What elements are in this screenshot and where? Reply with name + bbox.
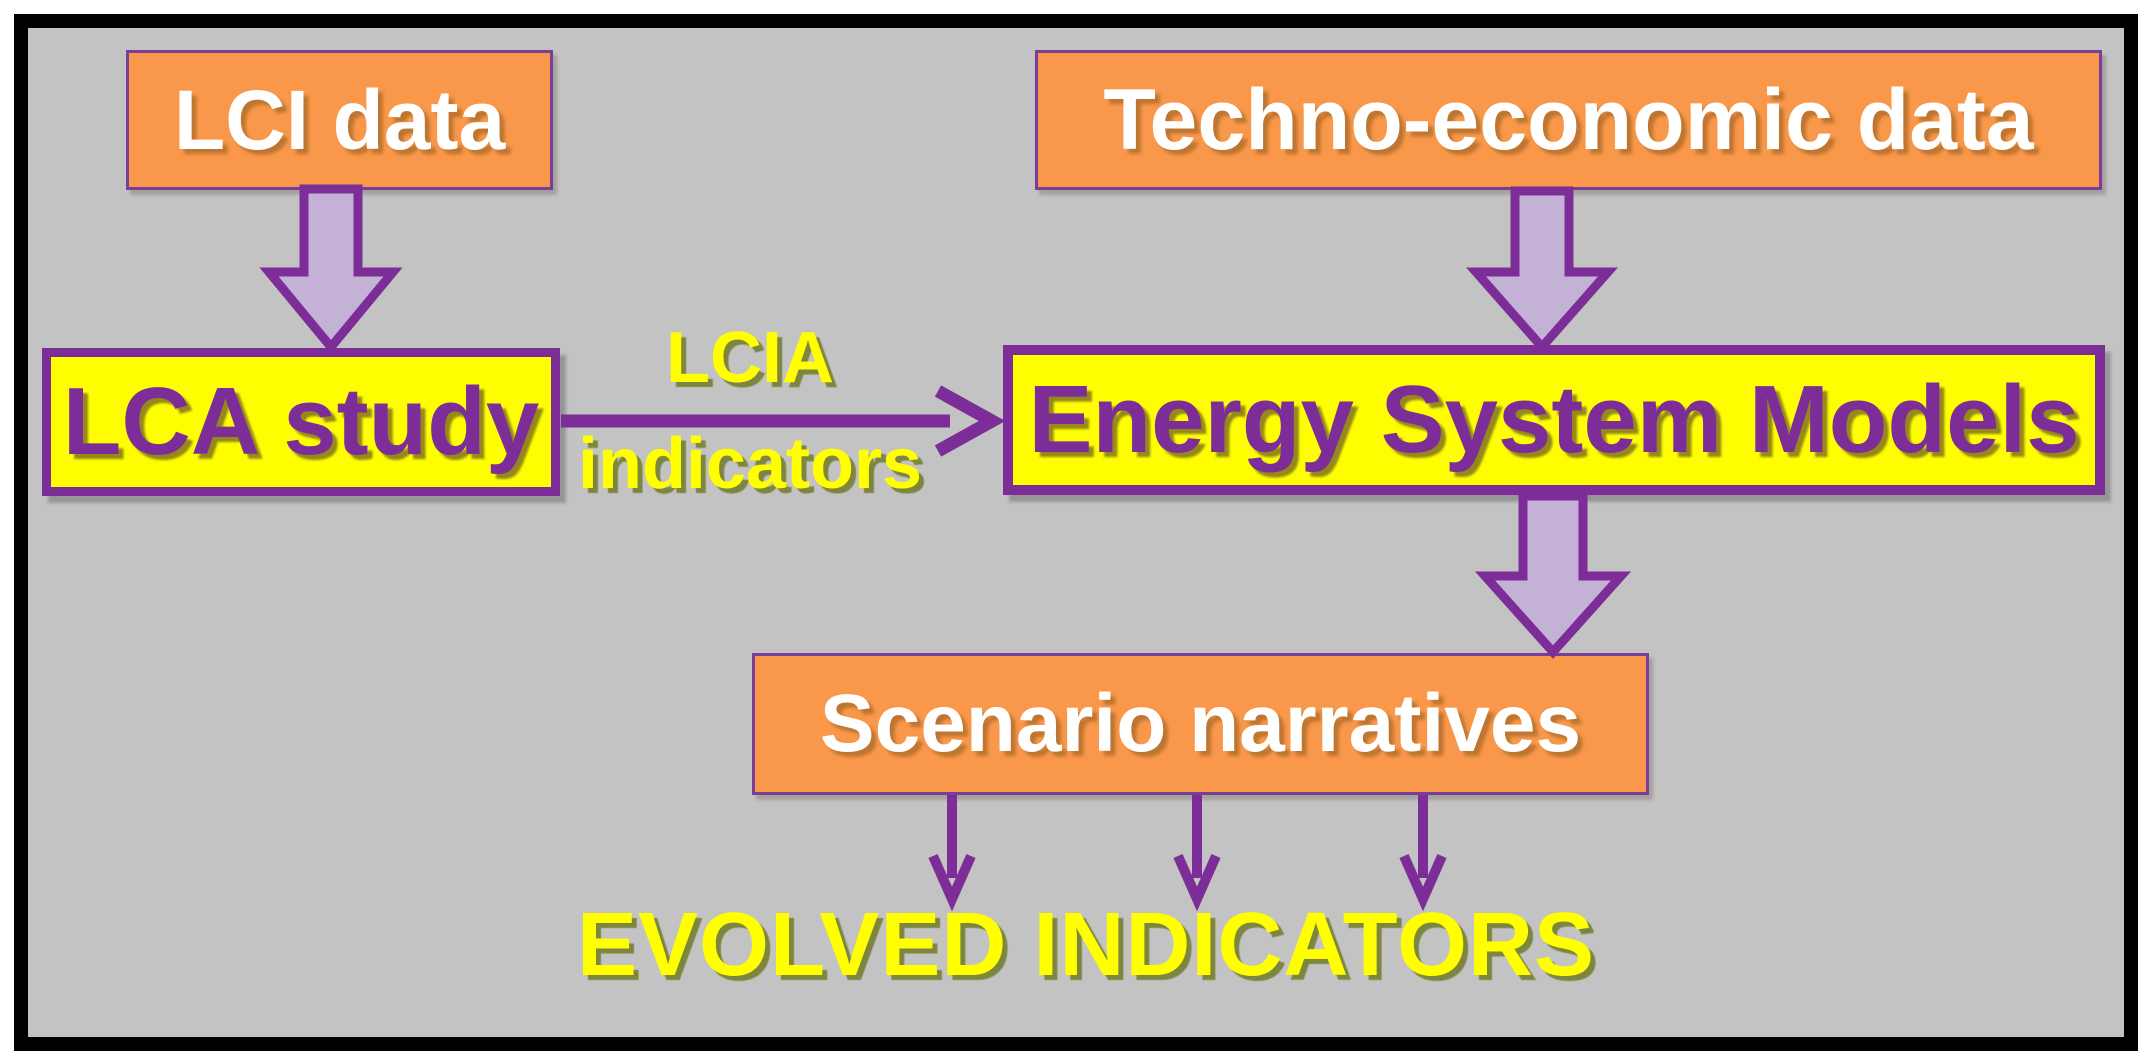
node-techno-economic-data: Techno-economic data bbox=[1035, 50, 2102, 190]
edge-label-lcia: LCIA bbox=[666, 318, 834, 398]
node-lci-data-label: LCI data bbox=[173, 72, 506, 167]
node-energy-system-models-label: Energy System Models bbox=[1028, 365, 2080, 473]
node-energy-system-models: Energy System Models bbox=[1003, 345, 2105, 495]
evolved-indicators-label: EVOLVED INDICATORS bbox=[576, 895, 1596, 995]
node-lca-study-label: LCA study bbox=[62, 367, 540, 475]
node-lca-study: LCA study bbox=[42, 348, 560, 496]
node-scenario-narratives: Scenario narratives bbox=[752, 653, 1649, 795]
node-techno-economic-data-label: Techno-economic data bbox=[1103, 71, 2034, 168]
edge-label-indicators: indicators bbox=[577, 424, 923, 504]
node-lci-data: LCI data bbox=[126, 50, 553, 190]
node-scenario-narratives-label: Scenario narratives bbox=[819, 677, 1582, 769]
